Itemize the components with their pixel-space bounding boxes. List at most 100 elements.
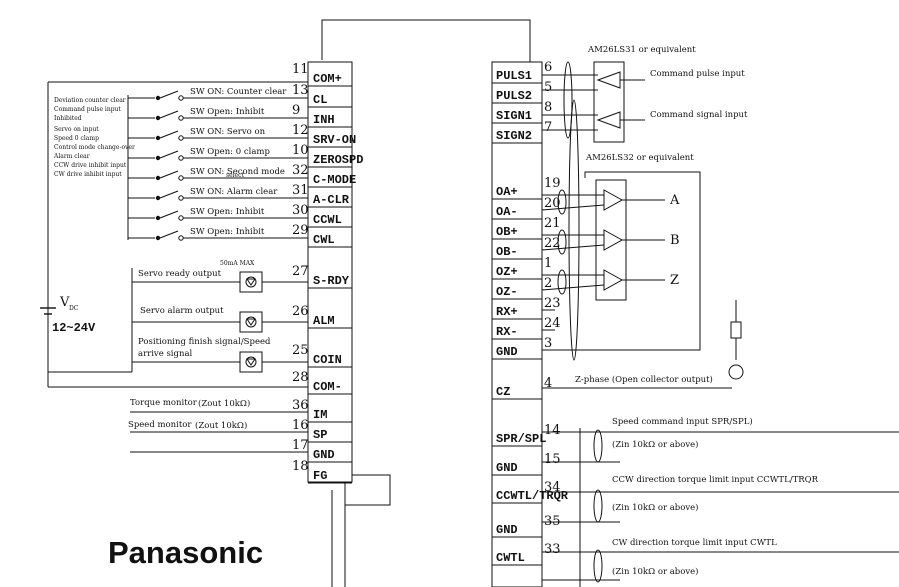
left-pin-number: 29 — [292, 223, 309, 238]
left-pin-label: CL — [313, 93, 327, 107]
left-pin-number: 25 — [292, 343, 309, 358]
left-pin-label: CCWL — [313, 213, 342, 227]
side-note: Deviation counter clear — [54, 97, 126, 104]
right-pin-label: SPR/SPL — [496, 432, 546, 446]
left-pin-label: FG — [313, 469, 327, 483]
right-pin-number: 22 — [544, 236, 561, 251]
switch-label: SW Open: Inhibit — [190, 207, 265, 217]
speed-cmd-z: (Zin 10kΩ or above) — [612, 439, 699, 450]
right-pin-label: GND — [496, 345, 518, 359]
right-connector: PULS16PULS25SIGN18SIGN27OA+19OA-20OB+21O… — [491, 60, 569, 587]
left-pin-label: INH — [313, 113, 335, 127]
positioning-label-1: Positioning finish signal/Speed — [138, 337, 271, 347]
right-pin-number: 34 — [544, 480, 561, 495]
vdc-sub: DC — [69, 305, 79, 312]
left-pin-number: 36 — [292, 398, 309, 413]
right-pin-label: OA- — [496, 205, 518, 219]
right-pin-number: 2 — [544, 276, 552, 291]
switch-label: SW Open: 0 clamp — [190, 147, 270, 157]
left-pin-number: 13 — [292, 83, 309, 98]
cw-limit-z: (Zin 10kΩ or above) — [612, 566, 699, 577]
side-note: Servo on input — [54, 126, 99, 133]
left-pin-number: 11 — [292, 62, 309, 77]
right-pin-label: SIGN1 — [496, 109, 532, 123]
dc-supply: V DC 12~24V — [40, 295, 96, 335]
left-pin-label: COM+ — [313, 72, 342, 86]
right-pin-label: CWTL — [496, 551, 525, 565]
right-pin-label: OA+ — [496, 185, 518, 199]
ccw-limit-z: (Zin 10kΩ or above) — [612, 502, 699, 513]
right-pin-number: 5 — [544, 80, 552, 95]
z-phase-label: Z-phase (Open collector output) — [575, 374, 713, 385]
speed-monitor-z: (Zout 10kΩ) — [195, 420, 247, 431]
right-pin-label: GND — [496, 523, 518, 537]
left-pin-number: 10 — [292, 143, 309, 158]
right-pin-number: 15 — [544, 452, 561, 467]
right-pin-number: 19 — [544, 176, 561, 191]
switch-label: SW Open: Inhibit — [190, 227, 265, 237]
right-pin-label: OZ- — [496, 285, 518, 299]
positioning-label-2: arrive signal — [138, 349, 193, 359]
left-pin-label: COM- — [313, 380, 342, 394]
switch-label: SW ON: Counter clear — [190, 87, 287, 97]
right-pin-label: OZ+ — [496, 265, 518, 279]
left-pin-label: ZEROSPD — [313, 153, 363, 167]
receiver-out-b: B — [670, 233, 680, 248]
ccw-limit-label: CCW direction torque limit input CCWTL/T… — [612, 475, 819, 485]
vdc-range: 12~24V — [52, 321, 96, 335]
right-pin-number: 20 — [544, 196, 561, 211]
left-pin-label: S-RDY — [313, 274, 350, 288]
switch-label: SW ON: Servo on — [190, 127, 266, 137]
right-pin-label: PULS1 — [496, 69, 532, 83]
switch-select-note: select — [226, 172, 244, 179]
left-pin-label: CWL — [313, 233, 335, 247]
left-pin-number: 12 — [292, 123, 309, 138]
left-field-wiring: SW ON: Counter clear SW Open: Inhibit SW O… — [40, 81, 308, 453]
current-note: 50mA MAX — [220, 260, 255, 267]
torque-monitor-label: Torque monitor — [130, 398, 198, 408]
left-pin-label: A-CLR — [313, 193, 350, 207]
cmd-pulse-label: Command pulse input — [650, 69, 745, 79]
left-pin-label: ALM — [313, 314, 335, 328]
side-note: Command pulse input — [54, 106, 121, 113]
right-pin-number: 3 — [544, 336, 552, 351]
speed-monitor-label: Speed monitor — [128, 420, 192, 430]
left-pin-number: 26 — [292, 304, 309, 319]
switch-label: SW ON: Second mode — [190, 167, 285, 177]
right-pin-label: SIGN2 — [496, 129, 532, 143]
right-pin-number: 6 — [544, 60, 552, 75]
right-pin-label: RX+ — [496, 305, 518, 319]
right-pin-number: 23 — [544, 296, 561, 311]
side-note: Alarm clear — [53, 153, 90, 160]
left-pin-number: 27 — [292, 264, 309, 279]
torque-monitor-z: (Zout 10kΩ) — [198, 398, 250, 409]
left-pin-number: 17 — [292, 438, 309, 453]
receiver-out-z: Z — [670, 273, 679, 288]
switch-label: SW Open: Inhibit — [190, 107, 265, 117]
right-pin-label: PULS2 — [496, 89, 532, 103]
right-pin-label: RX- — [496, 325, 518, 339]
left-pin-number: 32 — [292, 163, 309, 178]
side-note: CW drive inhibit input — [54, 171, 122, 178]
right-pin-label: OB+ — [496, 225, 518, 239]
left-pin-number: 16 — [292, 418, 309, 433]
driver-chip-label: AM26LS31 or equivalent — [587, 45, 696, 55]
left-pin-label: C-MODE — [313, 173, 356, 187]
right-field-wiring: AM26LS31 or equivalent Command pulse inp… — [541, 45, 899, 587]
servo-ready-label: Servo ready output — [138, 269, 222, 279]
left-pin-label: SP — [313, 428, 327, 442]
right-pin-label: OB- — [496, 245, 518, 259]
receiver-out-a: A — [669, 193, 680, 208]
right-pin-number: 33 — [544, 542, 561, 557]
receiver-chip-label: AM26LS32 or equivalent — [585, 153, 694, 163]
speed-cmd-label: Speed command input SPR/SPL) — [612, 416, 753, 427]
side-note: CCW drive inhibit input — [54, 162, 127, 169]
right-pin-number: 1 — [544, 256, 552, 271]
switch-label: SW ON: Alarm clear — [190, 187, 278, 197]
left-pin-number: 9 — [292, 103, 300, 118]
right-pin-number: 14 — [544, 423, 561, 438]
vdc-label: V — [59, 295, 70, 310]
left-pin-label: SRV-ON — [313, 133, 356, 147]
